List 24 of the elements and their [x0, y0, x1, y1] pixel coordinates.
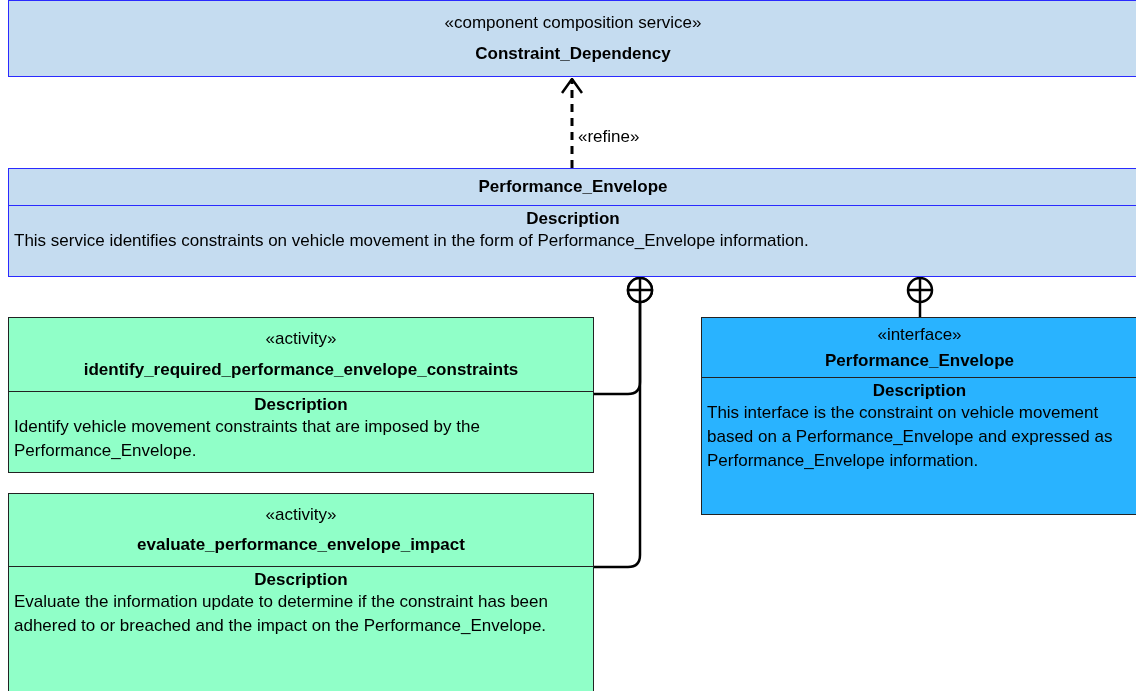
dependency-arrow	[560, 77, 584, 168]
description-text: This interface is the constraint on vehicle movement based on a Performance_Envelope and expressed as Performance_Envelope information.	[706, 402, 1114, 472]
class-box	[8, 0, 1136, 77]
stereotype-label: «activity»	[265, 329, 337, 349]
element-name: evaluate_performance_envelope_impact	[137, 535, 465, 556]
section-heading: Description	[525, 208, 621, 230]
section-heading: Description	[871, 380, 968, 402]
element-name: identify_required_performance_envelope_constraints	[83, 360, 519, 380]
element-name: Performance_Envelope	[825, 350, 1014, 371]
class-box	[8, 168, 1136, 277]
activity-box	[8, 317, 594, 473]
description-text: Identify vehicle movement constraints that are imposed by the Performance_Envelope.	[13, 416, 481, 463]
containment-line	[594, 276, 654, 569]
activity-box	[8, 493, 594, 691]
stereotype-label: «activity»	[265, 504, 337, 525]
description-text: This service identifies constraints on vehicle movement in the form of Performance_Envelope information.	[13, 230, 810, 253]
interface-box	[701, 317, 1136, 515]
section-heading: Description	[253, 394, 349, 416]
stereotype-label: «component composition service»	[444, 12, 702, 33]
section-heading: Description	[253, 569, 349, 591]
element-name: Constraint_Dependency	[475, 44, 671, 65]
stereotype-label: «interface»	[877, 324, 962, 345]
element-name: Performance_Envelope	[478, 177, 668, 197]
description-text: Evaluate the information update to determine if the constraint has been adhered to or breached and the impact on the Performance_Envelope.	[13, 591, 549, 638]
